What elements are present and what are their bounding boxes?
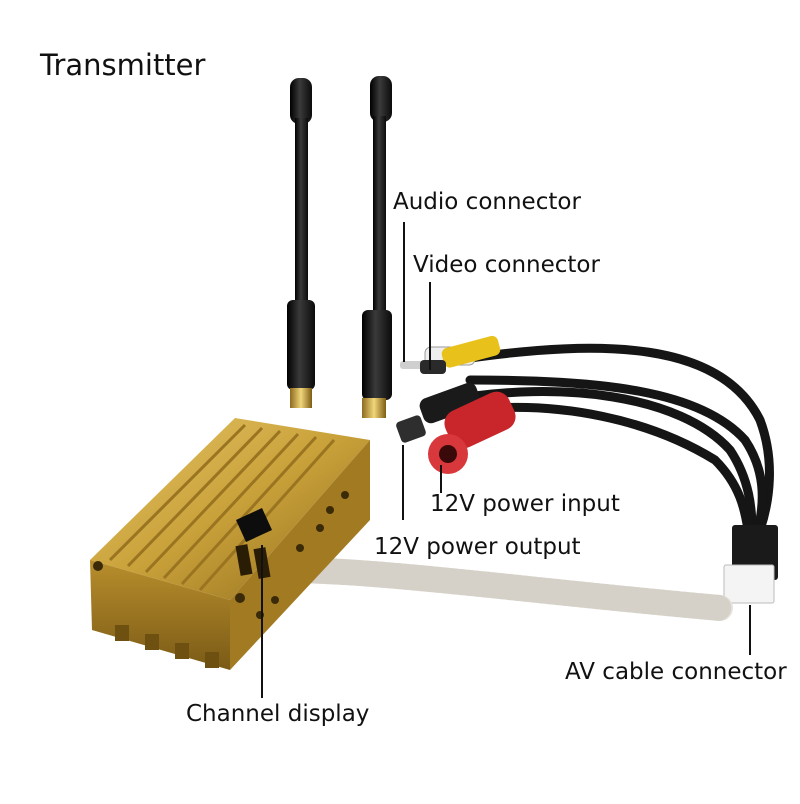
power-output-label: 12V power output [374, 534, 581, 560]
antenna-left [287, 78, 315, 408]
power-output-plug [396, 382, 481, 443]
video-connector-label: Video connector [413, 252, 600, 278]
channel-display-label: Channel display [186, 701, 370, 727]
transmitter-housing [90, 418, 370, 670]
video-plug [420, 335, 501, 374]
page-title: Transmitter [40, 48, 206, 82]
power-input-label: 12V power input [430, 491, 620, 517]
power-input-jack [428, 391, 516, 474]
av-cable-connector-label: AV cable connector [565, 659, 787, 685]
pointer-lines [261, 222, 751, 698]
audio-connector-label: Audio connector [393, 189, 581, 215]
channel-display [235, 508, 272, 579]
antenna-right [362, 76, 392, 418]
av-cable-bundle [445, 343, 774, 535]
